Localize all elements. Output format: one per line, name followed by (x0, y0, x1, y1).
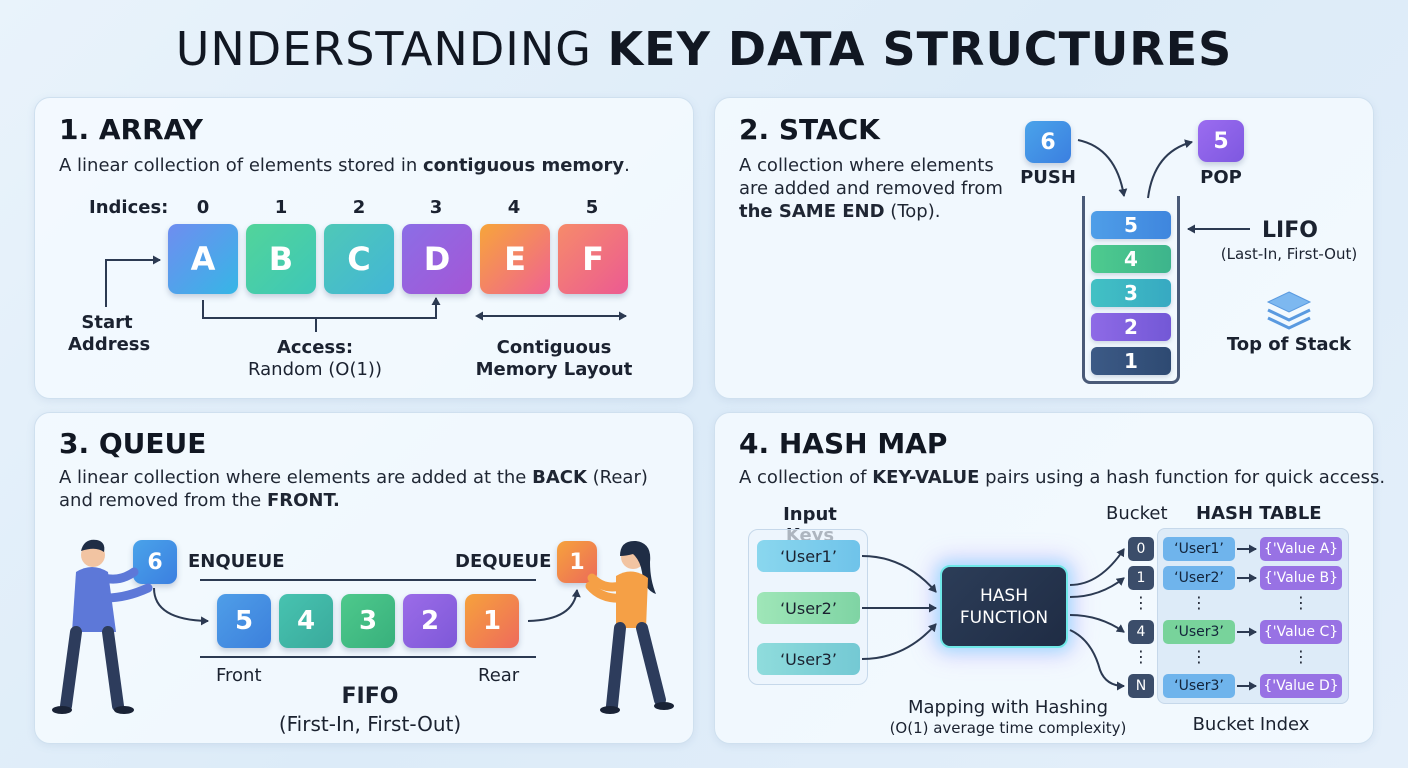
bucket-index-1: 1 (1128, 566, 1154, 590)
enqueue-value-tile: 6 (133, 540, 177, 584)
bucket-value-0: {'Value A} (1260, 537, 1342, 561)
index-5: 5 (585, 197, 599, 218)
stack-title: 2. STACK (739, 113, 880, 146)
stack-item-5: 5 (1091, 211, 1171, 239)
fifo-subtitle: (First-In, First-Out) (278, 712, 462, 736)
queue-item-4: 4 (279, 594, 333, 648)
fifo-label: FIFO (341, 684, 399, 709)
ellipsis-value-2: ⋮ (1293, 647, 1309, 666)
bucket-key-4: ‘User3’ (1163, 620, 1235, 644)
rear-label: Rear (478, 665, 520, 686)
ellipsis-key-2: ⋮ (1191, 647, 1207, 666)
input-key-user2: ‘User2’ (757, 592, 860, 624)
pop-label: POP (1200, 167, 1242, 188)
index-4: 4 (507, 197, 521, 218)
bucket-value-n: {'Value D} (1260, 674, 1342, 698)
queue-description: A linear collection where elements are a… (59, 467, 648, 511)
stack-item-4: 4 (1091, 245, 1171, 273)
lifo-label: LIFO (1262, 218, 1318, 243)
bucket-value-1: {'Value B} (1260, 566, 1342, 590)
queue-item-5: 5 (217, 594, 271, 648)
bucket-key-0: ‘User1’ (1163, 537, 1235, 561)
array-element-f: F (558, 224, 628, 294)
mapping-label: Mapping with Hashing (907, 697, 1109, 718)
array-title: 1. ARRAY (59, 113, 203, 146)
stack-item-2: 2 (1091, 313, 1171, 341)
stack-container (1082, 196, 1180, 384)
queue-title: 3. QUEUE (59, 427, 207, 460)
hashmap-title: 4. HASH MAP (739, 427, 948, 460)
dequeue-value-tile: 1 (557, 541, 597, 583)
array-element-a: A (168, 224, 238, 294)
index-0: 0 (196, 197, 210, 218)
array-description: A linear collection of elements stored i… (59, 155, 630, 176)
queue-item-3: 3 (341, 594, 395, 648)
stack-item-3: 3 (1091, 279, 1171, 307)
bucket-label: Bucket (1106, 503, 1168, 524)
bucket-index-n: N (1128, 674, 1154, 698)
bucket-index-4: 4 (1128, 620, 1154, 644)
queue-item-2: 2 (403, 594, 457, 648)
front-label: Front (216, 665, 262, 686)
bucket-value-4: {'Value C} (1260, 620, 1342, 644)
push-value-tile: 6 (1025, 121, 1071, 163)
stack-item-1: 1 (1091, 347, 1171, 375)
access-label: Access:Random (O(1)) (248, 337, 382, 380)
input-key-user1: ‘User1’ (757, 540, 860, 572)
lifo-subtitle: (Last-In, First-Out) (1220, 245, 1358, 263)
bucket-key-1: ‘User2’ (1163, 566, 1235, 590)
index-3: 3 (429, 197, 443, 218)
pop-value-tile: 5 (1198, 120, 1244, 162)
top-of-stack-label: Top of Stack (1226, 334, 1352, 355)
input-key-user3: ‘User3’ (757, 643, 860, 675)
push-label: PUSH (1020, 167, 1076, 188)
hashmap-description: A collection of KEY-VALUE pairs using a … (739, 467, 1386, 488)
array-element-d: D (402, 224, 472, 294)
ellipsis-key-1: ⋮ (1191, 593, 1207, 612)
array-element-e: E (480, 224, 550, 294)
index-1: 1 (274, 197, 288, 218)
indices-label: Indices: (89, 197, 169, 218)
bucket-index-0: 0 (1128, 537, 1154, 561)
enqueue-label: ENQUEUE (188, 551, 285, 572)
hash-table-label: HASH TABLE (1196, 503, 1322, 524)
ellipsis-value-1: ⋮ (1293, 593, 1309, 612)
index-2: 2 (352, 197, 366, 218)
bucket-index-label: Bucket Index (1192, 714, 1310, 735)
ellipsis-index-2: ⋮ (1133, 647, 1149, 666)
main-title: UNDERSTANDING KEY DATA STRUCTURES (175, 22, 1233, 76)
array-element-b: B (246, 224, 316, 294)
bucket-key-n: ‘User3’ (1163, 674, 1235, 698)
ellipsis-index-1: ⋮ (1133, 593, 1149, 612)
dequeue-label: DEQUEUE (455, 551, 552, 572)
queue-item-1: 1 (465, 594, 519, 648)
complexity-label: (O(1) average time complexity) (889, 719, 1127, 737)
array-element-c: C (324, 224, 394, 294)
